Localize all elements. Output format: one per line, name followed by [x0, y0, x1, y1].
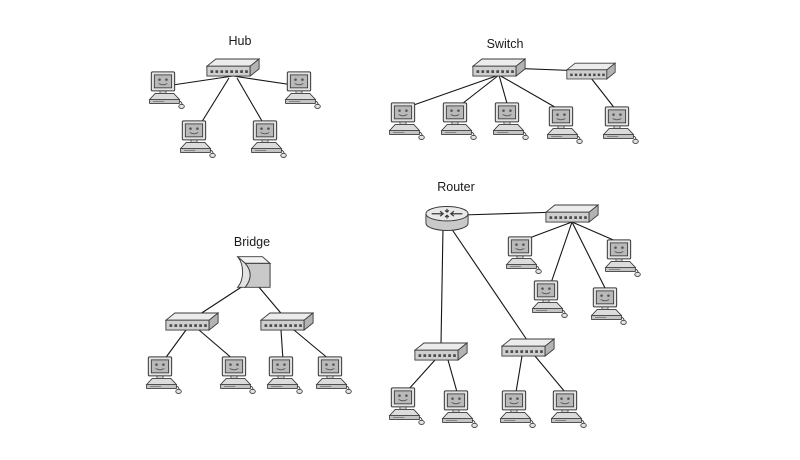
pc-icon	[316, 356, 352, 394]
switch-section: Switch	[389, 37, 639, 144]
pc-icon	[149, 71, 185, 109]
pc-icon	[605, 239, 641, 277]
switch-icon	[472, 58, 526, 77]
pc-icon	[285, 71, 321, 109]
switch-icon	[260, 312, 314, 331]
pc-icon	[267, 356, 303, 394]
router-connection-lines	[407, 211, 619, 393]
switch-icon	[165, 312, 219, 331]
switch-icon	[501, 338, 555, 357]
pc-icon	[493, 102, 529, 140]
pc-icon	[547, 106, 583, 144]
pc-icon	[251, 120, 287, 158]
pc-icon	[441, 102, 477, 140]
pc-icon	[389, 102, 425, 140]
switch-icon	[566, 62, 616, 80]
bridge-section: Bridge	[146, 235, 352, 394]
hub-icon	[206, 58, 260, 77]
pc-icon	[442, 390, 478, 428]
pc-icon	[389, 387, 425, 425]
switch-icon	[414, 342, 468, 361]
router-section: Router	[389, 180, 641, 428]
pc-icon	[603, 106, 639, 144]
hub-connection-lines	[165, 75, 301, 129]
bridge-label: Bridge	[234, 235, 270, 249]
router-icon	[425, 205, 469, 232]
hub-label: Hub	[229, 34, 252, 48]
switch-label: Switch	[487, 37, 524, 51]
hub-section: Hub	[149, 34, 321, 158]
pc-icon	[500, 390, 536, 428]
pc-icon	[532, 280, 568, 318]
pc-icon	[591, 287, 627, 325]
pc-icon	[506, 236, 542, 274]
pc-icon	[180, 120, 216, 158]
pc-icon	[551, 390, 587, 428]
pc-icon	[220, 356, 256, 394]
bridge-icon	[237, 256, 271, 288]
switch-icon	[545, 204, 599, 223]
pc-icon	[146, 356, 182, 394]
router-label: Router	[437, 180, 475, 194]
